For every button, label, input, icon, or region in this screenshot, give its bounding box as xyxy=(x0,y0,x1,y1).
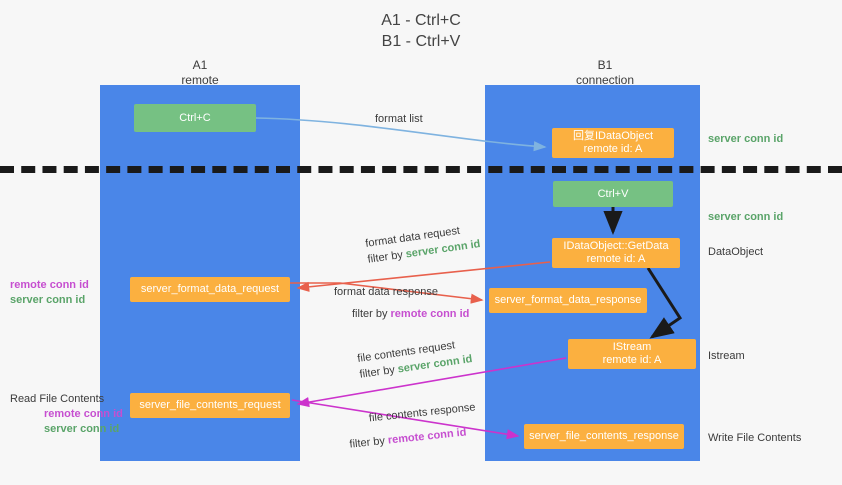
annotation-left-server-conn-id-1: server conn id xyxy=(10,294,86,306)
dashed-divider xyxy=(0,166,842,173)
node-server-format-data-request[interactable]: server_format_data_request xyxy=(130,277,290,302)
node-server-file-contents-request-label: server_file_contents_request xyxy=(139,399,281,411)
edge-label-format-data-response-filter-key: remote conn id xyxy=(390,308,470,320)
column-header-a1: A1 remote xyxy=(120,58,280,88)
edge-label-file-contents-request-filter-prefix: filter by xyxy=(358,363,399,381)
column-b1-name: B1 xyxy=(597,58,613,72)
node-getdata-label: IDataObject::GetData xyxy=(563,240,669,252)
node-getdata-remote-id: remote id: A xyxy=(586,253,646,265)
column-a1-subtitle: remote xyxy=(181,73,219,87)
column-a1-name: A1 xyxy=(192,58,208,72)
title-line-1: A1 - Ctrl+C xyxy=(381,12,461,29)
edge-label-format-data-response: format data response filter by remote co… xyxy=(334,284,469,322)
node-server-file-contents-response[interactable]: server_file_contents_response xyxy=(524,424,684,449)
edge-label-file-contents-response-filter-key: remote conn id xyxy=(387,426,467,447)
node-istream-remote-id: remote id: A xyxy=(602,354,662,366)
node-idataobject-getdata[interactable]: IDataObject::GetData remote id: A xyxy=(552,238,680,268)
edge-label-format-data-request-filter-prefix: filter by xyxy=(366,248,407,266)
edge-label-file-contents-response: file contents response filter by remote … xyxy=(346,399,478,452)
node-ctrl-c-label: Ctrl+C xyxy=(179,111,211,124)
annotation-left-remote-conn-id-2: remote conn id xyxy=(44,408,123,420)
edge-label-format-list: format list xyxy=(375,111,423,127)
edge-label-format-data-request: format data request filter by server con… xyxy=(364,220,482,268)
node-server-format-data-response[interactable]: server_format_data_response xyxy=(489,288,647,313)
column-header-b1: B1 connection xyxy=(525,58,685,88)
title-line-2: B1 - Ctrl+V xyxy=(381,33,461,50)
node-istream-label: IStream xyxy=(612,341,652,353)
node-ctrl-v[interactable]: Ctrl+V xyxy=(553,181,673,207)
node-idataobject-label: 回复IDataObject xyxy=(572,130,654,142)
node-server-format-data-response-label: server_format_data_response xyxy=(494,294,642,306)
annotation-left-remote-conn-id-1: remote conn id xyxy=(10,279,89,291)
node-server-file-contents-request[interactable]: server_file_contents_request xyxy=(130,393,290,418)
node-ctrl-c[interactable]: Ctrl+C xyxy=(134,104,256,132)
node-ctrl-v-label: Ctrl+V xyxy=(597,187,629,200)
column-b1-subtitle: connection xyxy=(575,73,635,87)
edge-label-format-data-response-title: format data response xyxy=(334,286,438,298)
edge-label-format-data-response-filter-prefix: filter by xyxy=(352,308,391,320)
node-server-file-contents-response-label: server_file_contents_response xyxy=(529,430,679,442)
annotation-read-file-contents-group: Read File Contents remote conn id server… xyxy=(10,392,123,437)
annotation-left-conn-ids-top: remote conn id server conn id xyxy=(10,278,89,308)
annotation-left-server-conn-id-2: server conn id xyxy=(44,423,120,435)
annotation-read-file-contents: Read File Contents xyxy=(10,393,105,405)
annotation-server-conn-id-top: server conn id xyxy=(708,133,784,145)
edge-label-format-list-text: format list xyxy=(375,113,423,125)
node-istream[interactable]: IStream remote id: A xyxy=(568,339,696,369)
annotation-istream: Istream xyxy=(708,350,745,362)
edge-label-file-contents-response-filter-prefix: filter by xyxy=(348,434,389,451)
node-idataobject[interactable]: 回复IDataObject remote id: A xyxy=(552,128,674,158)
edge-label-file-contents-request: file contents request filter by server c… xyxy=(356,335,474,383)
annotation-write-file-contents: Write File Contents xyxy=(708,432,802,444)
annotation-server-conn-id-mid: server conn id xyxy=(708,211,784,223)
node-server-format-data-request-label: server_format_data_request xyxy=(140,283,280,295)
annotation-dataobject: DataObject xyxy=(708,246,764,258)
page-title: A1 - Ctrl+C B1 - Ctrl+V xyxy=(0,10,842,52)
node-idataobject-remote-id: remote id: A xyxy=(583,143,643,155)
